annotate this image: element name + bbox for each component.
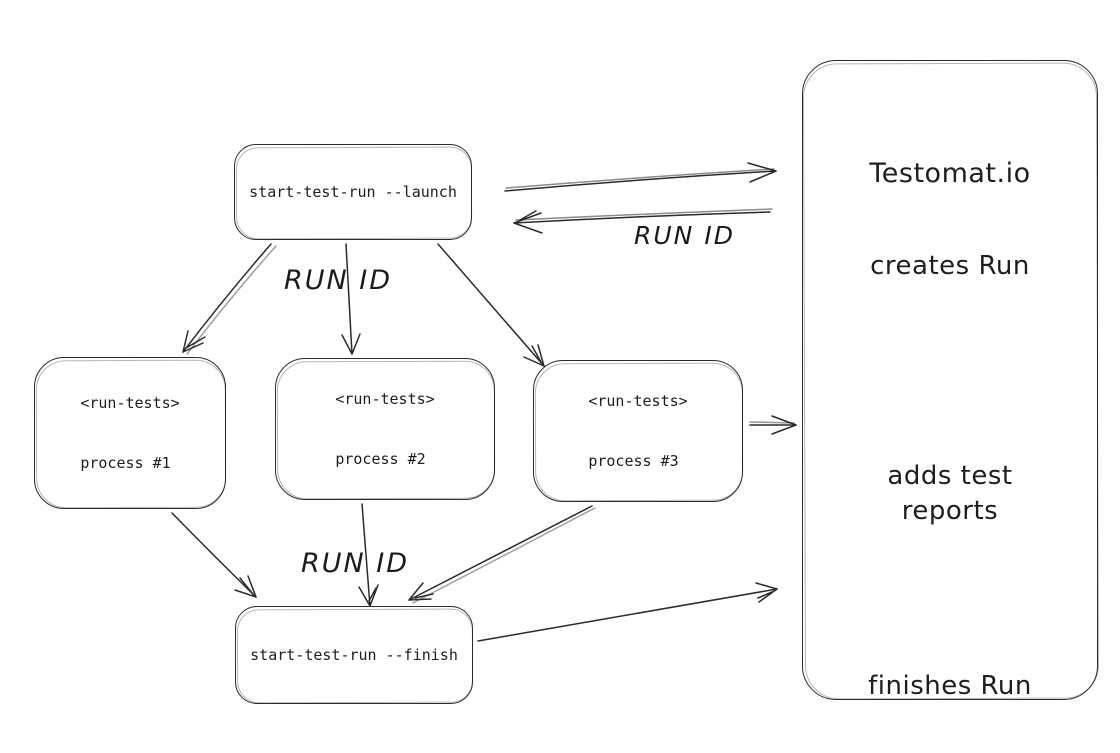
node-run-tests-process-2: <run-tests> process #2 bbox=[275, 358, 495, 500]
arrow-process3-to-testomat bbox=[749, 415, 797, 435]
node-start-test-run-finish: start-test-run --finish bbox=[235, 606, 473, 704]
node-label: start-test-run --launch bbox=[249, 182, 457, 201]
node-run-tests-process-1: <run-tests> process #1 bbox=[34, 357, 226, 509]
testomat-step-adds-test-reports: adds test reports bbox=[803, 459, 1097, 529]
edge-label-run-id-top: RUN ID bbox=[284, 265, 393, 296]
arrow-process2-to-finish bbox=[358, 503, 379, 607]
arrow-launch-to-testomat bbox=[504, 162, 777, 192]
arrow-finish-to-testomat bbox=[477, 582, 778, 642]
node-label-line1: <run-tests> bbox=[335, 389, 435, 408]
node-label-line2: process #3 bbox=[588, 452, 679, 471]
testomat-step-finishes-run: finishes Run bbox=[868, 671, 1032, 701]
arrow-launch-to-process2 bbox=[341, 243, 361, 355]
node-label-line1: <run-tests> bbox=[588, 391, 688, 410]
node-label: start-test-run --finish bbox=[250, 645, 458, 664]
node-label-line2: process #2 bbox=[335, 450, 426, 469]
testomat-step-creates-run: creates Run bbox=[870, 251, 1030, 281]
node-start-test-run-launch: start-test-run --launch bbox=[234, 144, 472, 240]
testomat-title: Testomat.io bbox=[869, 158, 1031, 189]
edge-label-run-id-bottom: RUN ID bbox=[301, 548, 410, 579]
testomat-step-adds-line2: reports bbox=[901, 496, 999, 527]
arrow-launch-to-process3 bbox=[437, 243, 545, 367]
node-label-line1: <run-tests> bbox=[80, 393, 180, 412]
testomat-step-adds-line1: adds test bbox=[887, 461, 1013, 491]
arrow-process3-to-finish bbox=[408, 505, 596, 604]
arrow-launch-to-process1 bbox=[182, 243, 277, 355]
node-testomat-service: Testomat.io creates Run adds test report… bbox=[802, 60, 1098, 701]
node-label-line2: process #1 bbox=[80, 454, 171, 473]
arrow-testomat-to-launch bbox=[513, 208, 773, 234]
node-run-tests-process-3: <run-tests> process #3 bbox=[533, 360, 743, 502]
edge-label-run-id-right: RUN ID bbox=[634, 221, 735, 250]
arrow-process1-to-finish bbox=[171, 512, 257, 598]
